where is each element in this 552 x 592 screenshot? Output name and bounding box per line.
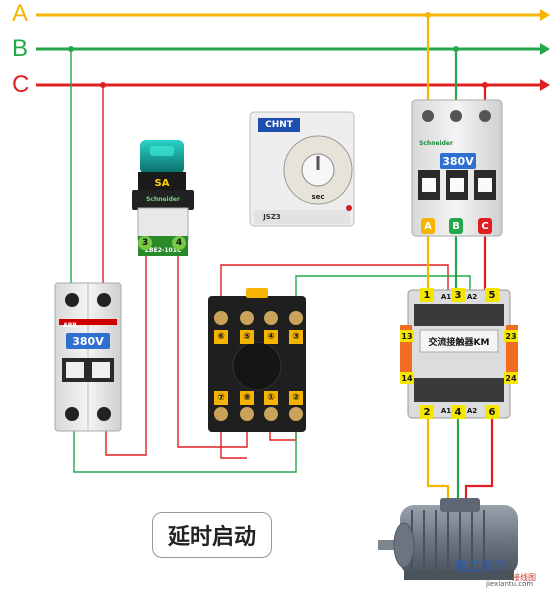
- breaker-output-b: B: [449, 218, 463, 234]
- socket-pin: ⑥: [214, 330, 228, 344]
- contactor-aux: 13: [400, 330, 414, 342]
- screw-terminal: [214, 311, 228, 325]
- contactor-terminal: 5: [485, 288, 499, 302]
- socket-pin: ⑦: [214, 391, 228, 405]
- screw-terminal: [97, 293, 111, 307]
- contactor-aux: 23: [504, 330, 518, 342]
- contactor: [400, 289, 518, 419]
- switch-terminal-3: 3: [138, 236, 152, 250]
- contactor-aux: 24: [504, 372, 518, 384]
- screw-terminal: [65, 407, 79, 421]
- contactor-terminal: 6: [485, 405, 499, 419]
- timer-unit: sec: [311, 193, 325, 201]
- watermark-brand: 电工天下: [454, 560, 507, 575]
- socket-pin: ③: [289, 330, 303, 344]
- contactor-aux: 14: [400, 372, 414, 384]
- breaker-output-a: A: [421, 218, 435, 234]
- watermark-site: jiexiantu.com: [486, 580, 534, 588]
- contactor-coil: A1: [440, 293, 452, 301]
- contactor-terminal: 2: [420, 405, 434, 419]
- screw-terminal: [289, 311, 303, 325]
- relay-socket: [208, 288, 306, 432]
- screw-terminal: [240, 407, 254, 421]
- contactor-coil: A2: [466, 407, 478, 415]
- phase-a-label: A: [12, 0, 29, 27]
- phase-a-arrow: [540, 9, 550, 21]
- screw-terminal: [65, 293, 79, 307]
- contactor-coil: A2: [466, 293, 478, 301]
- selector-switch-label: SA: [154, 177, 170, 189]
- phase-c-arrow: [540, 79, 550, 91]
- screw-terminal: [264, 407, 278, 421]
- selector-switch-brand: Schneider: [146, 195, 180, 203]
- screw-terminal: [214, 407, 228, 421]
- screw-terminal: [240, 311, 254, 325]
- led-indicator: [346, 205, 352, 211]
- left-breaker-voltage: 380V: [66, 333, 110, 349]
- phase-c-label: C: [12, 71, 30, 98]
- phase-b-label: B: [12, 35, 29, 62]
- motor: [378, 498, 518, 580]
- screw-terminal: [479, 110, 491, 122]
- right-breaker-brand: Schneider: [419, 139, 453, 147]
- contactor-coil: A1: [440, 407, 452, 415]
- timer-brand: CHNT: [258, 118, 300, 132]
- socket-pin: ①: [264, 391, 278, 405]
- breaker-output-c: C: [478, 218, 492, 234]
- phase-b-arrow: [540, 43, 550, 55]
- power-wiring: [426, 15, 494, 510]
- contactor-terminal: 3: [451, 288, 465, 302]
- socket-pin: ⑧: [240, 391, 254, 405]
- contactor-title: 交流接触器KM: [428, 337, 490, 348]
- socket-pin: ④: [264, 330, 278, 344]
- left-breaker-brand: ABB: [63, 321, 77, 329]
- selector-switch-model: ZBE2-101C: [144, 246, 182, 254]
- control-wiring: [70, 49, 471, 473]
- contactor-terminal: 4: [451, 405, 465, 419]
- socket-pin: ⑤: [240, 330, 254, 344]
- timer-model: JSZ3: [263, 213, 281, 221]
- switch-terminal-4: 4: [172, 236, 186, 250]
- diagram-caption: 延时启动: [152, 512, 272, 558]
- contactor-terminal: 1: [420, 288, 434, 302]
- timer-relay: [249, 111, 355, 227]
- screw-terminal: [264, 311, 278, 325]
- socket-pin: ②: [289, 391, 303, 405]
- screw-terminal: [450, 110, 462, 122]
- screw-terminal: [422, 110, 434, 122]
- watermark-corner: 接线图: [512, 573, 536, 582]
- screw-terminal: [289, 407, 303, 421]
- right-breaker-voltage: 380V: [440, 153, 476, 169]
- screw-terminal: [97, 407, 111, 421]
- left-breaker: [54, 282, 122, 432]
